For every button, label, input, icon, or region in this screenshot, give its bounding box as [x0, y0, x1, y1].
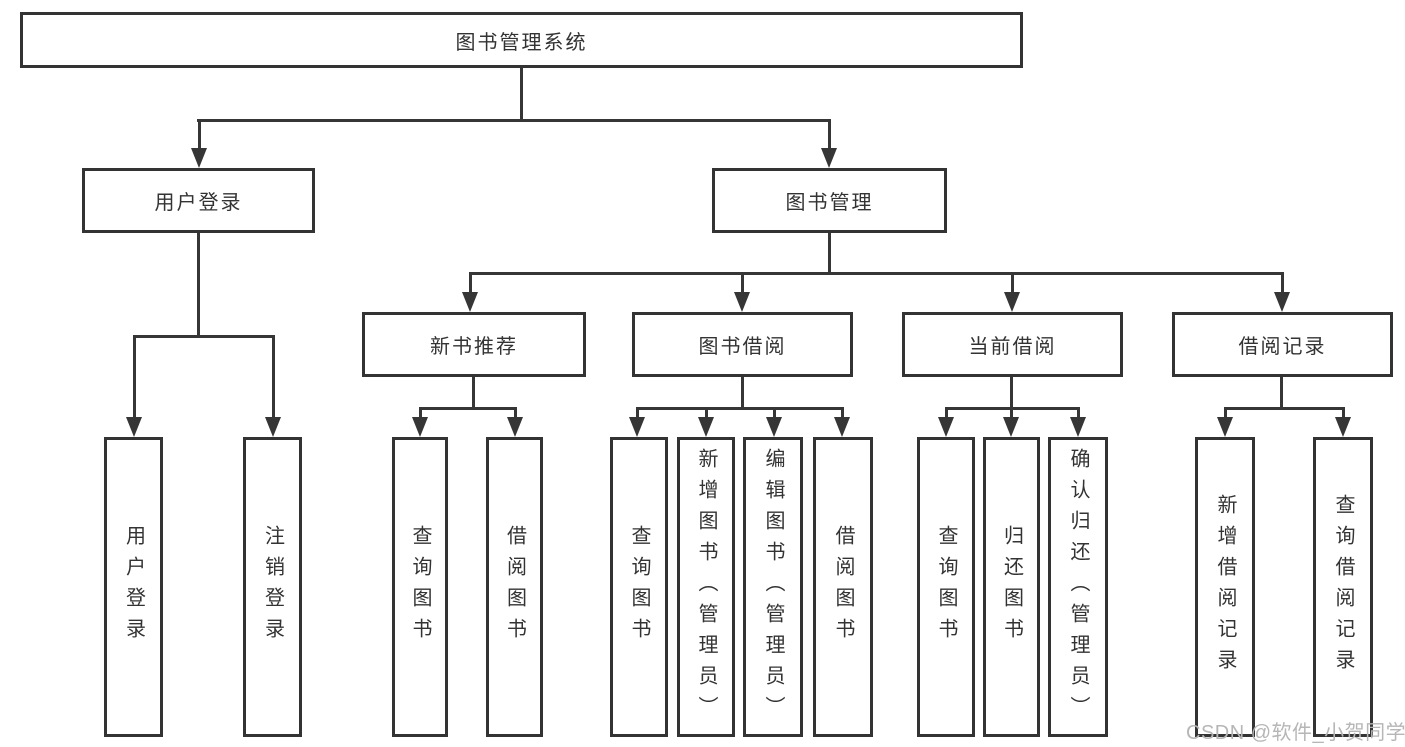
arrowhead-down-icon — [938, 417, 954, 437]
connector-arrow-shaft — [514, 407, 517, 419]
node-leaf-confirm-return-admin: 确认归还（管理员） — [1048, 437, 1108, 737]
connector-line — [133, 335, 275, 338]
arrowhead-down-icon — [629, 417, 645, 437]
connector-arrow-shaft — [133, 335, 136, 419]
connector-line — [472, 377, 475, 410]
connector-line — [828, 233, 831, 275]
node-current-borrow: 当前借阅 — [902, 312, 1123, 377]
connector-arrow-shaft — [1281, 272, 1284, 294]
connector-arrow-shaft — [741, 272, 744, 294]
connector-arrow-shaft — [828, 119, 831, 150]
node-user-login: 用户登录 — [82, 168, 315, 233]
connector-arrow-shaft — [773, 407, 776, 419]
node-leaf-add-book-admin: 新增图书（管理员） — [677, 437, 735, 737]
arrowhead-down-icon — [821, 148, 837, 168]
arrowhead-down-icon — [1003, 417, 1019, 437]
node-leaf-query-borrow-record: 查询借阅记录 — [1313, 437, 1373, 737]
node-leaf-user-login: 用户登录 — [104, 437, 163, 737]
connector-arrow-shaft — [1077, 407, 1080, 419]
arrowhead-down-icon — [412, 417, 428, 437]
node-leaf-edit-book-admin: 编辑图书（管理员） — [743, 437, 803, 737]
node-leaf-query-book-recommend: 查询图书 — [392, 437, 448, 737]
arrowhead-down-icon — [507, 417, 523, 437]
node-new-book-recommend: 新书推荐 — [362, 312, 586, 377]
node-book-management: 图书管理 — [712, 168, 947, 233]
node-book-borrow: 图书借阅 — [632, 312, 853, 377]
connector-line — [1010, 377, 1013, 410]
arrowhead-down-icon — [1070, 417, 1086, 437]
arrowhead-down-icon — [766, 417, 782, 437]
arrowhead-down-icon — [1274, 292, 1290, 312]
connector-arrow-shaft — [841, 407, 844, 419]
node-leaf-logout: 注销登录 — [243, 437, 302, 737]
connector-arrow-shaft — [636, 407, 639, 419]
csdn-watermark: CSDN @软件_小贺同学 — [1186, 722, 1405, 744]
arrowhead-down-icon — [1004, 292, 1020, 312]
node-root: 图书管理系统 — [20, 12, 1023, 68]
connector-arrow-shaft — [945, 407, 948, 419]
arrowhead-down-icon — [1217, 417, 1233, 437]
connector-line — [197, 119, 831, 122]
connector-arrow-shaft — [469, 272, 472, 294]
connector-arrow-shaft — [705, 407, 708, 419]
connector-arrow-shaft — [1010, 407, 1013, 419]
arrowhead-down-icon — [191, 148, 207, 168]
arrowhead-down-icon — [834, 417, 850, 437]
node-leaf-query-book-borrow: 查询图书 — [610, 437, 668, 737]
connector-arrow-shaft — [198, 119, 201, 150]
node-leaf-return-book: 归还图书 — [983, 437, 1040, 737]
connector-line — [197, 233, 200, 338]
connector-arrow-shaft — [1011, 272, 1014, 294]
arrowhead-down-icon — [265, 417, 281, 437]
connector-line — [741, 377, 744, 410]
node-borrow-record: 借阅记录 — [1172, 312, 1393, 377]
connector-line — [520, 68, 523, 122]
connector-arrow-shaft — [419, 407, 422, 419]
arrowhead-down-icon — [698, 417, 714, 437]
node-leaf-borrow-book: 借阅图书 — [813, 437, 873, 737]
arrowhead-down-icon — [1335, 417, 1351, 437]
node-leaf-borrow-book-recommend: 借阅图书 — [486, 437, 543, 737]
arrowhead-down-icon — [126, 417, 142, 437]
connector-line — [1224, 407, 1345, 410]
connector-arrow-shaft — [1342, 407, 1345, 419]
connector-line — [470, 272, 1284, 275]
node-leaf-query-book-current: 查询图书 — [917, 437, 975, 737]
connector-line — [1280, 377, 1283, 410]
node-leaf-add-borrow-record: 新增借阅记录 — [1195, 437, 1255, 737]
connector-line — [637, 407, 844, 410]
connector-arrow-shaft — [1224, 407, 1227, 419]
arrowhead-down-icon — [734, 292, 750, 312]
connector-line — [420, 407, 517, 410]
arrowhead-down-icon — [462, 292, 478, 312]
connector-arrow-shaft — [272, 335, 275, 419]
